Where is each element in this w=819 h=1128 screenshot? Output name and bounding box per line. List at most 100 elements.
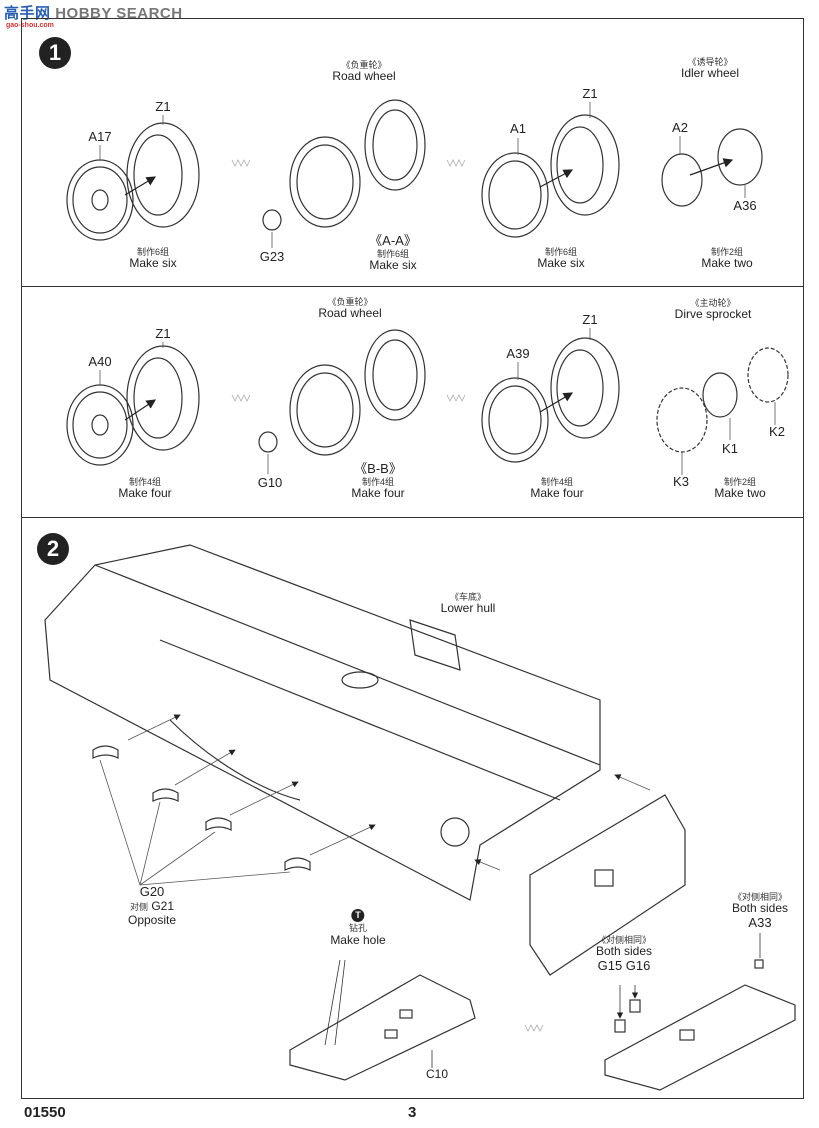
product-code: 01550 <box>24 1104 66 1121</box>
part-label-g16: G16 <box>625 958 651 974</box>
qty-en: Make two <box>701 256 753 271</box>
qty-en: Make six <box>537 256 585 271</box>
g20-parts-drawing <box>92 745 311 871</box>
opposite-en: Opposite <box>127 912 177 927</box>
part-label-k1: K1 <box>722 441 738 456</box>
make-hole-cn: 钻孔 <box>348 923 367 934</box>
drill-icon: T <box>351 909 365 922</box>
part-label-a39: A39 <box>506 346 530 361</box>
qty-cn: 制作2组 <box>710 247 744 257</box>
qty-cn: 制作4组 <box>128 477 162 487</box>
part-label-k3: K3 <box>673 474 689 489</box>
qty-group-7: 制作4组 Make four <box>530 477 583 501</box>
qty-group-2: 《A-A》 制作6组 Make six <box>369 233 417 273</box>
qty-cn: 制作6组 <box>136 247 169 257</box>
part-label-k2: K2 <box>769 424 785 439</box>
part-label-a2: A2 <box>672 120 688 135</box>
title-drive-sprocket: 《主动轮》 Dirve sprocket <box>675 298 752 322</box>
divider-row1-row2 <box>21 286 804 287</box>
divider-step1-step2 <box>21 517 804 518</box>
opposite-cn: 对侧 <box>129 901 148 912</box>
qty-group-1: 制作6组 Make six <box>129 247 176 271</box>
page-number: 3 <box>408 1104 417 1121</box>
qty-cn: 制作2组 <box>723 477 757 487</box>
watermark-en: HOBBY SEARCH <box>55 5 183 22</box>
part-label-z1-d: Z1 <box>582 312 598 327</box>
part-label-g15: G15 <box>597 958 623 974</box>
part-label-z1-c: Z1 <box>155 326 171 341</box>
wheel-a17-drawing <box>66 159 134 241</box>
rear-small-plate-drawing <box>604 933 796 1091</box>
part-label-g23: G23 <box>259 249 285 264</box>
qty-cn: 制作4组 <box>361 476 395 487</box>
g20-label-block: G20 对侧 G21 Opposite <box>127 884 177 928</box>
lower-hull-drawing <box>44 544 601 901</box>
rear-plate-drawing <box>529 794 686 976</box>
qty-group-8: 制作2组 Make two <box>714 477 765 501</box>
title-lower-hull: 《车底》 Lower hull <box>441 592 496 616</box>
watermark-url: gao-shou.com <box>6 22 54 29</box>
both-sides-left-block: 《对侧相同》 Both sides G15 G16 <box>596 935 652 974</box>
title-cn: 《车底》 <box>449 592 487 602</box>
section-label-a-a: 《A-A》 <box>369 233 417 248</box>
qty-group-6: 《B-B》 制作4组 Make four <box>351 461 405 501</box>
c10-plate-drawing <box>289 959 476 1081</box>
both-sides-en: Both sides <box>731 901 789 916</box>
step-2-badge: 2 <box>37 533 69 565</box>
part-label-a33: A33 <box>748 915 772 931</box>
wheel-a1-drawing <box>481 114 620 238</box>
title-en: Road wheel <box>332 69 396 84</box>
make-hole-en: Make hole <box>330 932 386 947</box>
wheel-a39-drawing <box>481 337 620 463</box>
both-sides-cn: 《对侧相同》 <box>732 892 788 902</box>
title-road-wheel-b: 《负重轮》 Road wheel <box>318 297 381 321</box>
qty-en: Make four <box>351 486 405 501</box>
part-label-a36: A36 <box>733 198 757 213</box>
watermark-logo: 高手网 HOBBY SEARCH <box>4 2 183 23</box>
part-label-g20: G20 <box>139 884 165 899</box>
title-en: Idler wheel <box>680 66 740 81</box>
make-hole-block: T 钻孔 Make hole <box>330 905 386 948</box>
wheel-road-a-drawing <box>262 99 426 231</box>
part-label-z1: Z1 <box>155 99 171 114</box>
title-en: Dirve sprocket <box>674 307 752 322</box>
part-label-g10: G10 <box>257 475 283 490</box>
qty-cn: 制作4组 <box>540 477 574 487</box>
tire-z1-drawing <box>126 122 200 228</box>
section-label-b-b: 《B-B》 <box>354 461 402 476</box>
title-cn: 《诱导轮》 <box>687 57 733 67</box>
part-label-a17: A17 <box>88 129 112 144</box>
part-label-z1-b: Z1 <box>582 86 598 101</box>
wheel-road-b-drawing <box>258 329 426 456</box>
part-label-a40: A40 <box>88 354 112 369</box>
watermark-cn: 高手网 <box>4 5 51 22</box>
title-cn: 《负重轮》 <box>327 297 373 307</box>
idler-wheel-drawing <box>661 128 763 207</box>
title-road-wheel-a: 《负重轮》 Road wheel <box>332 60 395 84</box>
qty-en: Make four <box>530 486 584 501</box>
qty-cn: 制作6组 <box>544 247 577 257</box>
title-en: Road wheel <box>318 306 382 321</box>
both-sides-en: Both sides <box>595 944 653 959</box>
qty-group-5: 制作4组 Make four <box>118 477 171 501</box>
title-idler-wheel: 《诱导轮》 Idler wheel <box>681 57 739 81</box>
page-frame <box>21 18 804 1099</box>
step-1-badge: 1 <box>39 37 71 69</box>
part-label-g21: G21 <box>151 898 175 913</box>
qty-group-3: 制作6组 Make six <box>537 247 584 271</box>
title-cn: 《负重轮》 <box>341 60 387 70</box>
qty-cn: 制作6组 <box>376 248 410 259</box>
qty-group-4: 制作2组 Make two <box>701 247 752 271</box>
title-en: Lower hull <box>440 601 496 616</box>
both-sides-right-block: 《对侧相同》 Both sides A33 <box>732 892 788 931</box>
qty-en: Make six <box>129 256 177 271</box>
part-label-c10: C10 <box>425 1067 449 1081</box>
qty-en: Make two <box>714 486 766 501</box>
qty-en: Make six <box>369 258 417 273</box>
part-label-a1: A1 <box>510 121 526 136</box>
both-sides-cn: 《对侧相同》 <box>596 935 652 945</box>
qty-en: Make four <box>118 486 172 501</box>
wheel-a40-drawing <box>66 345 200 466</box>
title-cn: 《主动轮》 <box>690 298 736 308</box>
